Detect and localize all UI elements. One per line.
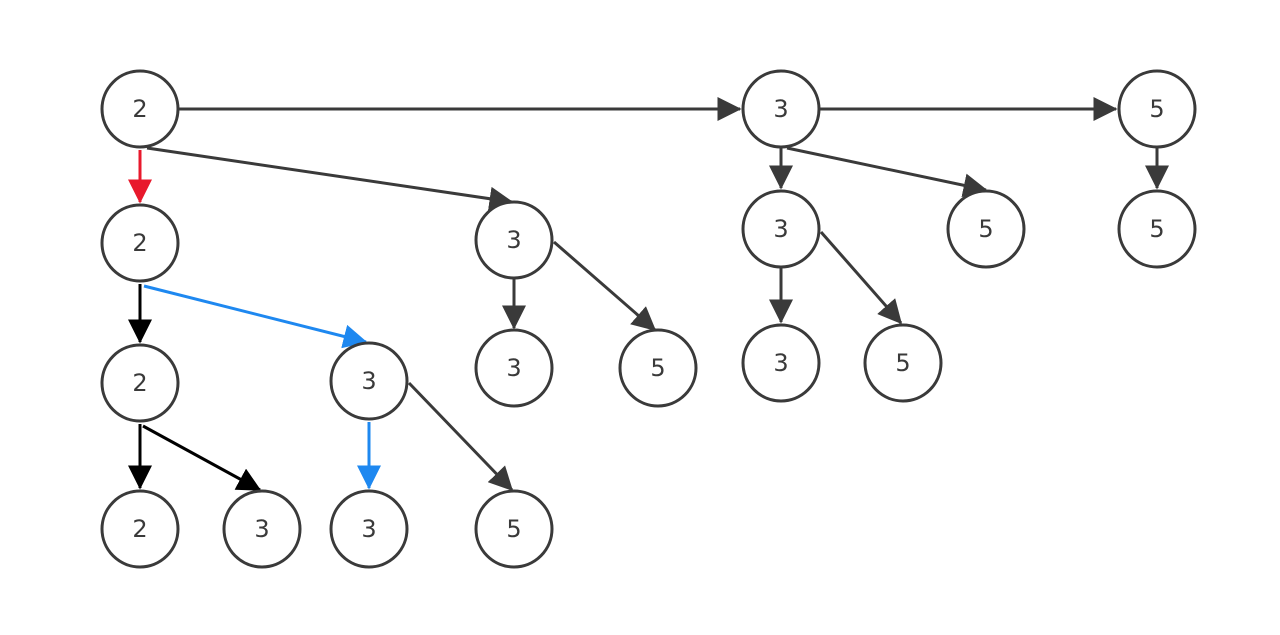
nodes-layer: 2 3 5 2 3 3 5 5 2 3 3 5 3 5 2 3 3 5 xyxy=(100,69,1197,569)
tree-node-n18: 5 xyxy=(474,489,554,569)
node-circle xyxy=(741,323,821,403)
node-label: 3 xyxy=(361,367,376,395)
tree-node-n5: 3 xyxy=(474,200,554,280)
node-circle xyxy=(222,489,302,569)
tree-node-n8: 5 xyxy=(1117,189,1197,269)
node-label: 5 xyxy=(1149,215,1164,243)
node-circle xyxy=(741,189,821,269)
edge-n2-to-n7 xyxy=(786,146,988,198)
node-circle xyxy=(741,69,821,149)
node-label: 5 xyxy=(506,515,521,543)
node-circle xyxy=(946,189,1026,269)
node-label: 3 xyxy=(506,226,521,254)
node-circle xyxy=(618,328,698,408)
node-circle xyxy=(474,489,554,569)
node-label: 3 xyxy=(773,349,788,377)
tree-node-n4: 2 xyxy=(100,203,180,283)
node-label: 2 xyxy=(132,369,147,397)
tree-node-n12: 5 xyxy=(618,328,698,408)
node-circle xyxy=(100,69,180,149)
node-circle xyxy=(474,328,554,408)
tree-node-n11: 3 xyxy=(474,328,554,408)
node-circle xyxy=(100,343,180,423)
node-label: 2 xyxy=(132,229,147,257)
tree-node-n17: 3 xyxy=(329,489,409,569)
node-circle xyxy=(863,323,943,403)
edge-n4-to-n10 xyxy=(143,284,368,349)
edge-n9-to-n16 xyxy=(142,424,262,492)
node-label: 5 xyxy=(895,349,910,377)
node-label: 2 xyxy=(132,515,147,543)
tree-node-n9: 2 xyxy=(100,343,180,423)
tree-node-n1: 2 xyxy=(100,69,180,149)
node-label: 5 xyxy=(978,215,993,243)
node-circle xyxy=(329,341,409,421)
edges-layer xyxy=(128,97,1169,492)
edge-n6-to-n14 xyxy=(819,231,903,325)
node-label: 3 xyxy=(506,354,521,382)
node-circle xyxy=(1117,69,1197,149)
edge-n1-to-n5 xyxy=(146,146,514,211)
tree-node-n13: 3 xyxy=(741,323,821,403)
node-circle xyxy=(329,489,409,569)
tree-node-n16: 3 xyxy=(222,489,302,569)
tree-node-n7: 5 xyxy=(946,189,1026,269)
node-circle xyxy=(100,489,180,569)
tree-node-n15: 2 xyxy=(100,489,180,569)
tree-node-n6: 3 xyxy=(741,189,821,269)
node-circle xyxy=(1117,189,1197,269)
node-label: 3 xyxy=(773,95,788,123)
tree-node-n2: 3 xyxy=(741,69,821,149)
node-circle xyxy=(474,200,554,280)
tree-node-n3: 5 xyxy=(1117,69,1197,149)
node-label: 3 xyxy=(773,215,788,243)
edge-n10-to-n18 xyxy=(407,381,514,492)
tree-node-n14: 5 xyxy=(863,323,943,403)
node-label: 5 xyxy=(1149,95,1164,123)
node-circle xyxy=(100,203,180,283)
edge-n5-to-n12 xyxy=(553,240,657,332)
tree-node-n10: 3 xyxy=(329,341,409,421)
node-label: 3 xyxy=(254,515,269,543)
node-label: 3 xyxy=(361,515,376,543)
node-label: 2 xyxy=(132,95,147,123)
node-label: 5 xyxy=(650,354,665,382)
